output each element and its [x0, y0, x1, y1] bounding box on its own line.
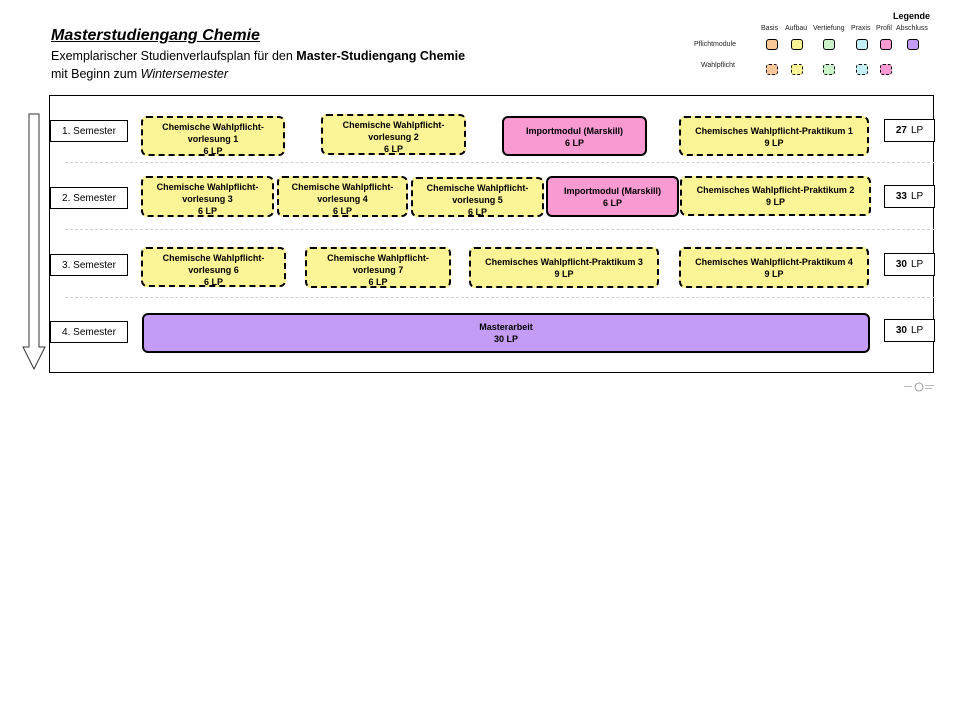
legend-cat-aufbau: Aufbau — [785, 25, 808, 32]
university-logo-icon — [904, 382, 934, 392]
module-lp: 6 LP — [197, 206, 217, 216]
module-name-line1: Chemische Wahlpflicht- — [162, 122, 264, 132]
module-name-line2: vorlesung 1 — [187, 134, 239, 144]
module-name-line1: Importmodul (Marskill) — [563, 186, 661, 196]
module-lp: 6 LP — [467, 207, 487, 217]
module-name-line1: Chemische Wahlpflicht- — [342, 120, 445, 130]
module-masterarbeit: Masterarbeit 30 LP — [142, 313, 870, 353]
lp-value: 33 — [895, 191, 907, 202]
module-name-line1: Chemische Wahlpflicht- — [162, 253, 265, 263]
lp-value: 27 — [895, 125, 907, 136]
module-lp: 30 LP — [493, 334, 518, 344]
legend-swatch-aufbau-wahl — [791, 64, 803, 75]
lp-unit: LP — [910, 325, 924, 336]
module-name-line1: Importmodul (Marskill) — [525, 126, 623, 136]
module-lp: 6 LP — [368, 277, 388, 287]
legend-cat-profil: Profil — [876, 25, 892, 32]
module-wahlpflichtvorlesung-3: Chemische Wahlpflicht- vorlesung 3 6 LP — [141, 176, 274, 217]
module-name-line1: Masterarbeit — [479, 322, 533, 332]
module-name-line1: Chemisches Wahlpflicht-Praktikum 2 — [696, 185, 855, 195]
module-lp: 9 LP — [764, 138, 784, 148]
module-wahlpflichtpraktikum-3: Chemisches Wahlpflicht-Praktikum 3 9 LP — [469, 247, 659, 288]
row-separator — [65, 229, 935, 230]
legend-row-wahl: Wahlpflicht — [701, 62, 735, 69]
module-lp: 9 LP — [765, 197, 785, 207]
subtitle-line-2: mit Beginn zum Wintersemester — [51, 67, 228, 81]
legend-row-pflicht: Pflichtmodule — [694, 41, 737, 48]
lp-unit: LP — [910, 125, 924, 136]
module-wahlpflichtvorlesung-6: Chemische Wahlpflicht- vorlesung 6 6 LP — [141, 247, 286, 287]
module-name-line1: Chemische Wahlpflicht- — [426, 183, 529, 193]
module-lp: 9 LP — [554, 269, 574, 279]
module-name-line1: Chemische Wahlpflicht- — [327, 253, 429, 263]
legend-swatch-profil-wahl — [880, 64, 892, 75]
legend-title: Legende — [893, 11, 931, 21]
legend-swatch-basis-wahl — [766, 64, 778, 75]
legend-swatch-praxis-wahl — [856, 64, 868, 75]
module-name-line2: vorlesung 3 — [182, 194, 233, 204]
row-separator — [65, 297, 935, 298]
module-name-line2: vorlesung 2 — [368, 132, 419, 142]
legend-swatch-vertiefung-wahl — [823, 64, 835, 75]
module-name-line1: Chemisches Wahlpflicht-Praktikum 4 — [695, 257, 853, 267]
legend-swatch-vertiefung-pflicht — [823, 39, 835, 50]
module-name-line1: Chemische Wahlpflicht- — [291, 182, 394, 192]
module-lp: 6 LP — [203, 277, 223, 287]
module-wahlpflichtpraktikum-1: Chemisches Wahlpflicht-Praktikum 1 9 LP — [679, 116, 869, 156]
module-name-line1: Chemisches Wahlpflicht-Praktikum 1 — [695, 126, 853, 136]
module-lp: 6 LP — [383, 144, 403, 154]
legend-swatch-abschluss-pflicht — [907, 39, 919, 50]
plan-frame — [49, 95, 934, 373]
subtitle-plain: Exemplarischer Studienverlaufsplan für d… — [51, 49, 297, 63]
module-wahlpflichtpraktikum-4: Chemisches Wahlpflicht-Praktikum 4 9 LP — [679, 247, 869, 288]
semester-label-1: 1. Semester — [50, 120, 128, 142]
timeline-arrow-icon — [22, 113, 46, 371]
module-wahlpflichtvorlesung-7: Chemische Wahlpflicht- vorlesung 7 6 LP — [305, 247, 451, 288]
subtitle-line-1: Exemplarischer Studienverlaufsplan für d… — [51, 49, 465, 63]
subtitle-plain-2: mit Beginn zum — [51, 67, 141, 81]
module-lp: 6 LP — [332, 206, 352, 216]
module-name-line2: vorlesung 6 — [188, 265, 239, 275]
module-wahlpflichtvorlesung-4: Chemische Wahlpflicht- vorlesung 4 6 LP — [277, 176, 408, 217]
row-separator — [65, 162, 935, 163]
module-name-line2: vorlesung 5 — [452, 195, 503, 205]
semester-label-3: 3. Semester — [50, 254, 128, 276]
page-title: Masterstudiengang Chemie — [51, 27, 260, 44]
module-wahlpflichtvorlesung-1: Chemische Wahlpflicht- vorlesung 1 6 LP — [141, 116, 285, 156]
lp-unit: LP — [910, 259, 924, 270]
lp-unit: LP — [910, 191, 924, 202]
module-name-line2: vorlesung 4 — [317, 194, 368, 204]
module-wahlpflichtvorlesung-2: Chemische Wahlpflicht- vorlesung 2 6 LP — [321, 114, 466, 155]
module-lp: 6 LP — [203, 146, 223, 156]
module-name-line1: Chemische Wahlpflicht- — [156, 182, 259, 192]
module-lp: 6 LP — [602, 198, 622, 208]
semester-label-2: 2. Semester — [50, 187, 128, 209]
legend-cat-vertiefung: Vertiefung — [813, 25, 845, 32]
module-lp: 6 LP — [564, 138, 584, 148]
module-name-line1: Chemisches Wahlpflicht-Praktikum 3 — [485, 257, 643, 267]
legend-swatch-basis-pflicht — [766, 39, 778, 50]
module-lp: 9 LP — [764, 269, 784, 279]
module-importmodul-1: Importmodul (Marskill) 6 LP — [502, 116, 647, 156]
module-name-line2: vorlesung 7 — [352, 265, 404, 275]
subtitle-italic: Wintersemester — [140, 67, 229, 81]
module-wahlpflichtvorlesung-5: Chemische Wahlpflicht- vorlesung 5 6 LP — [411, 177, 544, 217]
legend-cat-basis: Basis — [761, 25, 779, 32]
lp-value: 30 — [895, 325, 907, 336]
legend-swatch-aufbau-pflicht — [791, 39, 803, 50]
legend-cat-abschluss: Abschluss — [896, 25, 928, 32]
legend-cat-praxis: Praxis — [851, 25, 871, 32]
semester-label-4: 4. Semester — [50, 321, 128, 343]
module-wahlpflichtpraktikum-2: Chemisches Wahlpflicht-Praktikum 2 9 LP — [680, 176, 871, 216]
subtitle-bold: Master-Studiengang Chemie — [296, 49, 466, 63]
module-importmodul-2: Importmodul (Marskill) 6 LP — [546, 176, 679, 217]
lp-value: 30 — [895, 259, 907, 270]
legend-swatch-praxis-pflicht — [856, 39, 868, 50]
legend-swatch-profil-pflicht — [880, 39, 892, 50]
